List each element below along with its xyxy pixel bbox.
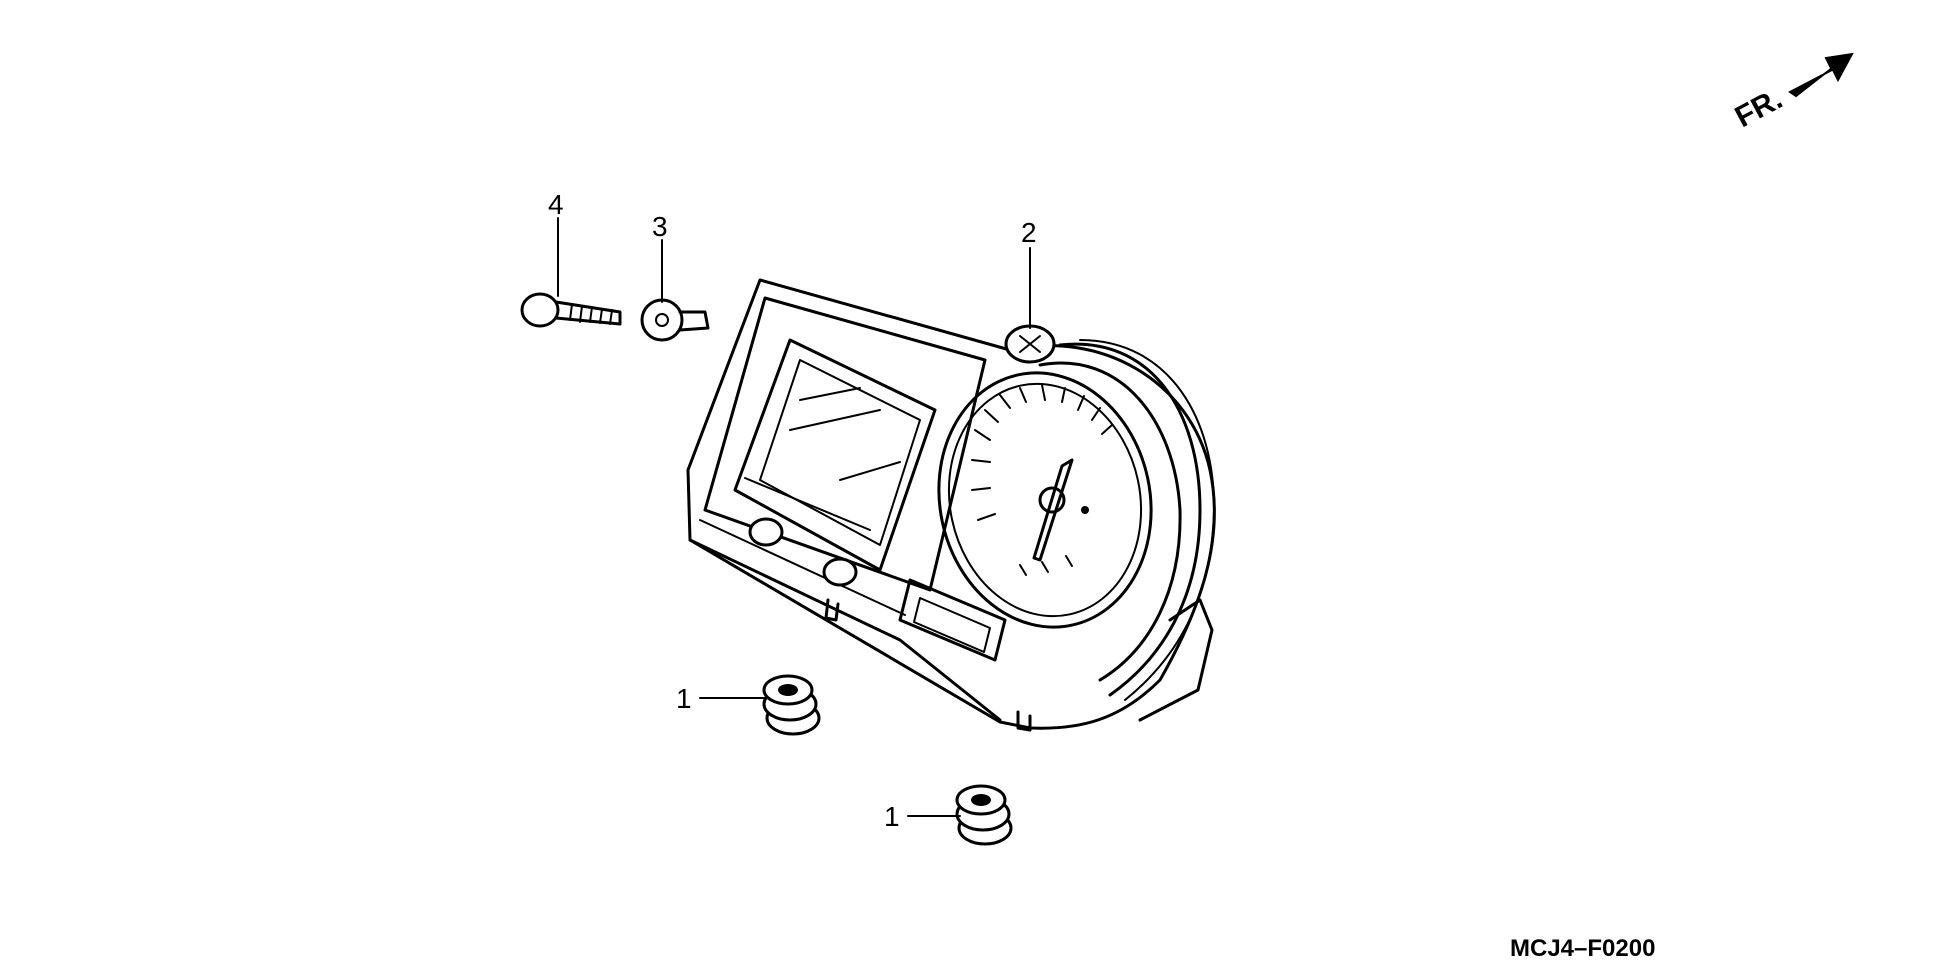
grommet-b-hole bbox=[971, 794, 991, 806]
tach-scale-ticks bbox=[971, 384, 1113, 521]
lcd-bezel bbox=[733, 338, 937, 572]
mount-pin-right bbox=[1016, 710, 1032, 732]
callout-screw: 2 bbox=[1021, 217, 1037, 248]
sub-display-frame bbox=[898, 578, 1007, 662]
callout-grommet-a: 1 bbox=[676, 683, 692, 714]
tach-indicator-dot bbox=[1081, 506, 1089, 514]
front-label: FR. bbox=[1730, 82, 1788, 134]
collar-flange bbox=[640, 298, 684, 342]
collar-body bbox=[678, 310, 710, 332]
bolt-part bbox=[520, 292, 622, 328]
tach-hood-rim bbox=[1079, 339, 1216, 701]
grommet-a-hole bbox=[778, 684, 798, 696]
meter-assembly bbox=[686, 278, 1216, 732]
lcd-glare-1 bbox=[799, 387, 861, 401]
callout-bolt: 4 bbox=[548, 189, 564, 220]
bolt-threads bbox=[569, 303, 613, 325]
tach-lower-marks bbox=[1019, 555, 1073, 576]
bolt-shank bbox=[554, 300, 622, 326]
meter-bottom-edge bbox=[688, 538, 1002, 722]
sub-display-screen bbox=[913, 597, 991, 653]
meter-rear-block bbox=[1138, 598, 1214, 722]
mount-pin-left bbox=[824, 598, 840, 622]
mount-boss-center bbox=[822, 557, 858, 587]
lcd-glare-2 bbox=[789, 409, 881, 431]
callout-grommet-b: 1 bbox=[884, 801, 900, 832]
collar-hole bbox=[655, 313, 669, 327]
meter-top-screw-head bbox=[1019, 335, 1041, 353]
grommet-b-part bbox=[955, 784, 1013, 846]
tach-hood-outer bbox=[1058, 342, 1202, 697]
tachometer-bezel bbox=[937, 371, 1153, 629]
mount-boss-left bbox=[748, 517, 784, 547]
lcd-glare-3 bbox=[839, 461, 901, 481]
meter-bottom-ridge bbox=[699, 519, 906, 616]
front-arrow-icon bbox=[1788, 52, 1854, 98]
tach-needle-hub bbox=[1038, 486, 1066, 514]
collar-part bbox=[640, 298, 710, 342]
front-direction-indicator: FR. bbox=[1730, 52, 1854, 134]
lcd-screen bbox=[759, 359, 921, 546]
callout-collar: 3 bbox=[652, 211, 668, 242]
tach-hood-inner bbox=[1038, 361, 1182, 682]
bolt-head bbox=[520, 292, 560, 328]
figure-code: MCJ4–F0200 bbox=[1510, 935, 1655, 962]
tach-needle bbox=[1032, 458, 1074, 562]
tachometer-face bbox=[947, 382, 1143, 618]
grommet-a-part bbox=[762, 674, 821, 736]
lcd-lower-bar bbox=[744, 477, 871, 531]
